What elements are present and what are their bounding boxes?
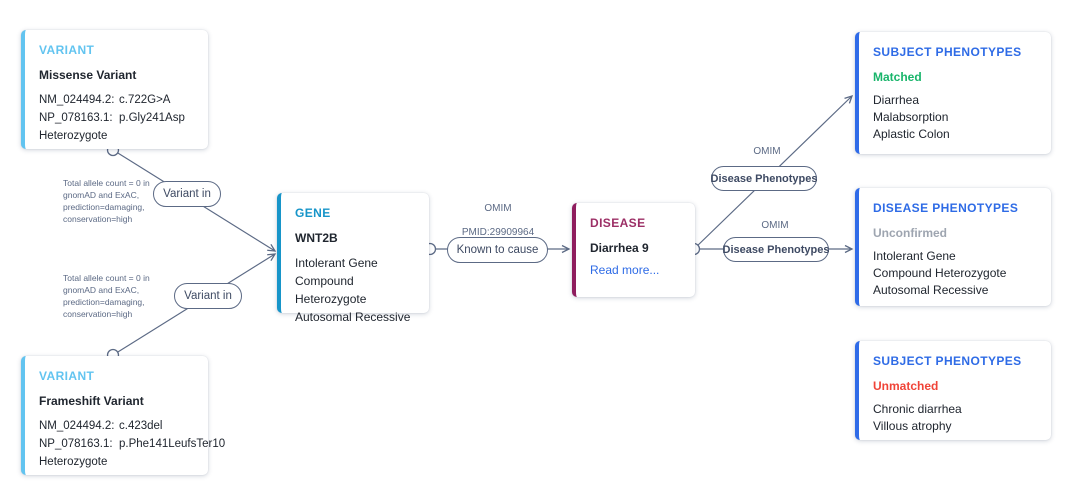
disease-card[interactable]: DISEASE Diarrhea 9 Read more... <box>572 203 695 297</box>
protein-row: NP_078163.1: p.Gly241Asp <box>39 109 194 127</box>
phenotype-item: Diarrhea <box>873 93 920 107</box>
transcript-row: NM_024494.2: c.722G>A <box>39 91 194 109</box>
transcript-id: NM_024494.2: <box>39 420 115 432</box>
zygosity-label: Heterozygote <box>39 130 108 142</box>
match-status-badge: Unconfirmed <box>873 226 948 240</box>
edge-label-disease-phenotypes-top: Disease Phenotypes <box>711 166 818 191</box>
phenotype-item: Intolerant Gene <box>873 249 956 263</box>
match-status-badge: Unmatched <box>873 379 939 393</box>
phenotype-item: Autosomal Recessive <box>873 283 989 297</box>
card-title: GENE <box>295 206 331 220</box>
gene-card[interactable]: GENE WNT2B Intolerant Gene Compound Hete… <box>277 193 429 324</box>
variant-card-missense[interactable]: VARIANT Missense Variant NM_024494.2: c.… <box>21 30 208 149</box>
edge-source-omim-top: OMIM <box>753 146 781 157</box>
edge-label-variant-in-bottom: Variant in <box>174 283 242 309</box>
gene-attribute: Intolerant Gene <box>295 256 378 270</box>
variant-card-frameshift[interactable]: VARIANT Frameshift Variant NM_024494.2: … <box>21 356 225 475</box>
edge-source-omim-pmid: OMIM PMID:29909964 <box>442 203 554 239</box>
transcript-row: NM_024494.2: c.423del <box>39 417 194 435</box>
edge-source-omim-bottom: OMIM <box>761 220 789 231</box>
edge-annotation-top: Total allele count = 0 in gnomAD and ExA… <box>63 178 150 225</box>
disease-name: Diarrhea 9 <box>590 241 649 255</box>
subject-phenotypes-matched-card[interactable]: SUBJECT PHENOTYPES Matched Diarrhea Mala… <box>855 32 1051 154</box>
gene-attribute: Compound Heterozygote <box>295 274 367 306</box>
variant-type: Frameshift Variant <box>39 394 144 408</box>
phenotype-item: Aplastic Colon <box>873 127 950 141</box>
cdna-change: c.722G>A <box>119 94 171 106</box>
phenotype-item: Chronic diarrhea <box>873 402 962 416</box>
zygosity-label: Heterozygote <box>39 456 108 468</box>
edge-label-variant-in-top: Variant in <box>153 181 221 207</box>
phenotype-item: Compound Heterozygote <box>873 266 1007 280</box>
protein-id: NP_078163.1: <box>39 112 113 124</box>
disease-phenotypes-card[interactable]: DISEASE PHENOTYPES Unconfirmed Intoleran… <box>855 188 1051 306</box>
protein-change: p.Gly241Asp <box>119 112 185 124</box>
transcript-id: NM_024494.2: <box>39 94 115 106</box>
protein-row: NP_078163.1: p.Phe141LeufsTer10 <box>39 435 225 453</box>
variant-type: Missense Variant <box>39 68 137 82</box>
gene-symbol: WNT2B <box>295 231 338 245</box>
gene-attribute: Autosomal Recessive <box>295 310 411 324</box>
phenotype-item: Villous atrophy <box>873 419 952 433</box>
protein-change: p.Phe141LeufsTer10 <box>119 438 226 450</box>
cdna-change: c.423del <box>119 420 163 432</box>
card-title: DISEASE <box>590 216 646 230</box>
edge-annotation-bottom: Total allele count = 0 in gnomAD and ExA… <box>63 273 150 320</box>
omim-label: OMIM <box>484 203 512 214</box>
card-title: VARIANT <box>39 43 95 57</box>
card-title: DISEASE PHENOTYPES <box>873 201 1019 215</box>
subject-phenotypes-unmatched-card[interactable]: SUBJECT PHENOTYPES Unmatched Chronic dia… <box>855 341 1051 440</box>
protein-id: NP_078163.1: <box>39 438 113 450</box>
match-status-badge: Matched <box>873 70 922 84</box>
edge-label-disease-phenotypes-bottom: Disease Phenotypes <box>723 237 830 262</box>
read-more-link[interactable]: Read more... <box>590 263 660 277</box>
phenotype-item: Malabsorption <box>873 110 949 124</box>
card-title: VARIANT <box>39 369 95 383</box>
edge-label-known-to-cause: Known to cause <box>447 237 548 263</box>
card-title: SUBJECT PHENOTYPES <box>873 45 1022 59</box>
pmid-label: PMID:29909964 <box>461 227 535 238</box>
card-title: SUBJECT PHENOTYPES <box>873 354 1022 368</box>
